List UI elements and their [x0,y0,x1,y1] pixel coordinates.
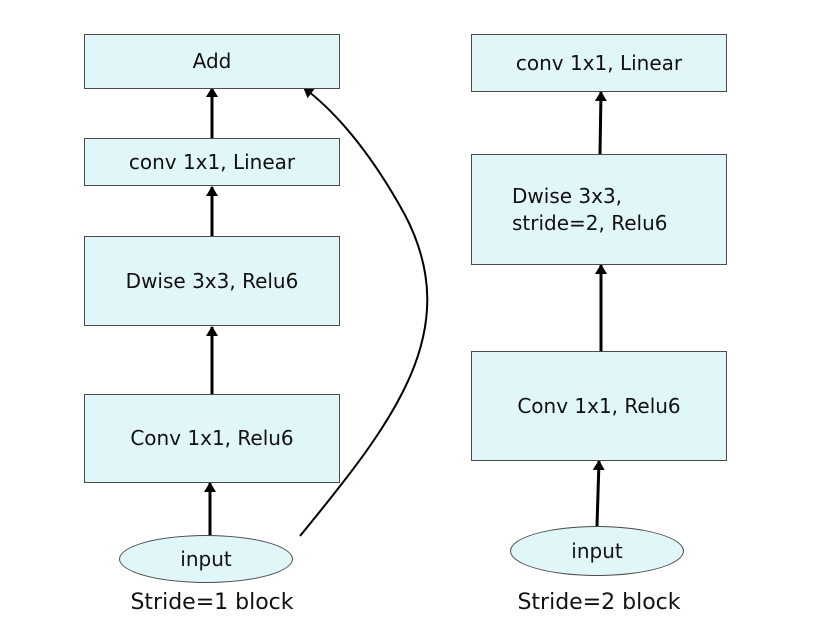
input-node-right: input [510,526,684,576]
input-node: input [119,535,293,583]
dwise-relu6-node: Dwise 3x3, Relu6 [84,236,340,326]
conv-relu6-node-right: Conv 1x1, Relu6 [471,351,727,461]
arrow-input-to-conv-relu-right [592,460,605,527]
add-node: Add [84,34,340,89]
dwise-stride2-label-line2: stride=2, Relu6 [512,210,668,235]
stride1-caption: Stride=1 block [130,590,294,615]
conv-linear-label-right: conv 1x1, Linear [515,50,683,75]
conv-relu6-label: Conv 1x1, Relu6 [130,426,294,450]
stride2-caption: Stride=2 block [517,590,681,615]
dwise-stride2-label: Dwise 3x3, stride=2, Relu6 [512,183,668,237]
arrow-dwise-to-conv-linear-right [594,91,607,155]
conv-relu6-node: Conv 1x1, Relu6 [84,394,340,483]
conv-linear-node-right: conv 1x1, Linear [471,34,727,92]
input-label: input [180,547,232,571]
conv-linear-node: conv 1x1, Linear [84,138,340,186]
residual-skip-arrow [299,87,429,537]
dwise-relu6-label: Dwise 3x3, Relu6 [125,268,299,293]
add-label: Add [192,49,232,73]
conv-relu6-label-right: Conv 1x1, Relu6 [517,393,681,418]
conv-linear-label: conv 1x1, Linear [128,149,296,174]
input-label-right: input [571,539,623,563]
dwise-stride2-node: Dwise 3x3, stride=2, Relu6 [471,154,727,265]
dwise-stride2-label-line1: Dwise 3x3, [512,183,623,208]
